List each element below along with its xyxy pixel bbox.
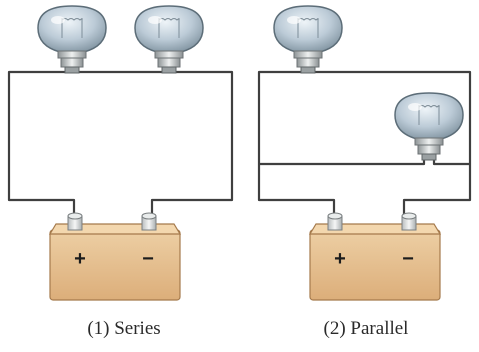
parallel-bulb-top: [273, 5, 343, 74]
parallel-caption: (2) Parallel: [323, 318, 409, 339]
parallel-circuit: [257, 5, 472, 301]
parallel-battery-plus: +: [334, 248, 346, 270]
parallel-battery: [309, 212, 441, 301]
series-wire: [7, 68, 234, 215]
series-battery-plus: +: [74, 248, 86, 270]
series-caption: (1) Series: [87, 318, 161, 339]
series-battery: [49, 212, 181, 301]
series-bulb-right: [134, 5, 204, 74]
series-battery-minus: −: [142, 248, 154, 270]
parallel-bulb-branch: [394, 92, 464, 161]
series-circuit: [7, 5, 234, 301]
series-bulb-left: [37, 5, 107, 74]
parallel-wire: [257, 68, 472, 215]
parallel-battery-minus: −: [402, 248, 414, 270]
